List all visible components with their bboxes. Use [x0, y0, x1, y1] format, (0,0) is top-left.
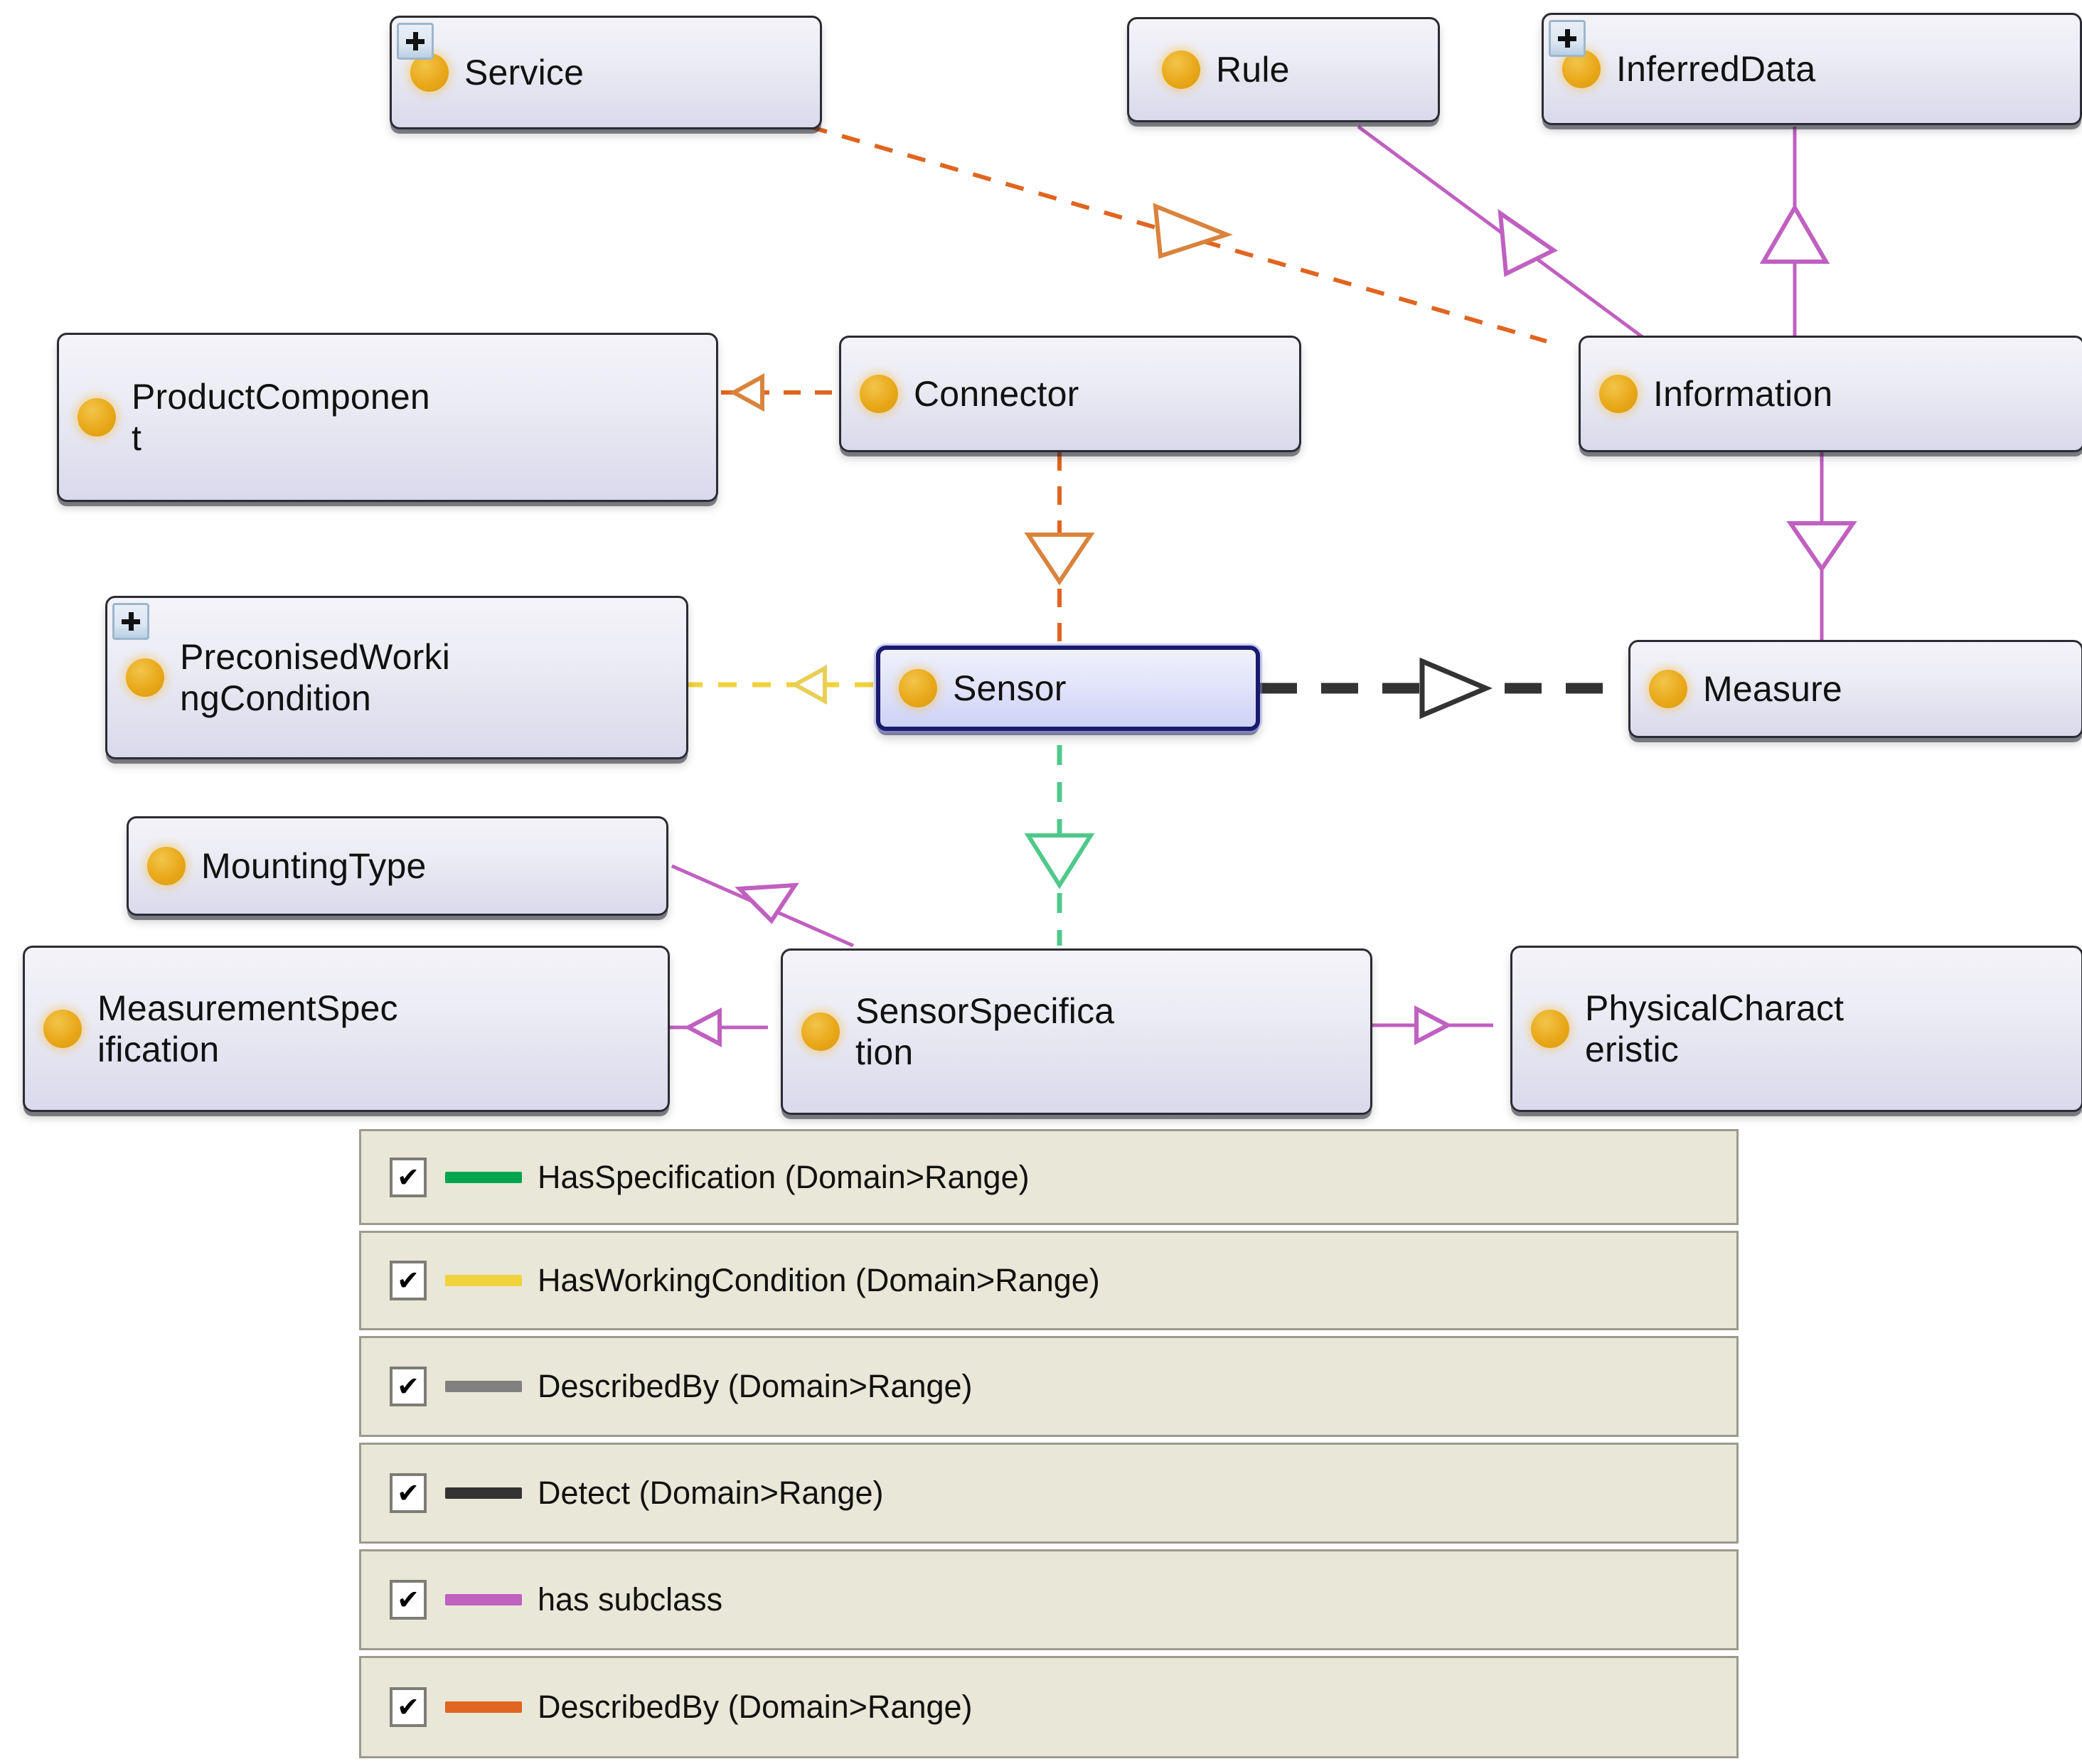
legend-color-swatch [445, 1381, 522, 1392]
class-icon [860, 375, 898, 413]
class-icon [899, 669, 937, 707]
class-node-label: PhysicalCharact eristic [1585, 988, 1845, 1070]
expand-plus-icon[interactable] [397, 23, 434, 60]
edge-sensor-detect-measure [1260, 657, 1621, 720]
edge-sensorspecification-hasspecification-sensor [1024, 745, 1095, 946]
edge-connector-describedby-productcomponent [718, 373, 832, 412]
edge-sensorspecification-has-subclass-physicalcharacteristic [1372, 1005, 1493, 1045]
expand-plus-icon[interactable] [112, 603, 149, 640]
edge-service-describedby-information [808, 124, 1547, 343]
legend-checkbox[interactable]: ✔ [390, 1687, 427, 1727]
class-node-label: Rule [1216, 49, 1290, 90]
class-icon [1162, 50, 1200, 89]
class-node-mountingtype[interactable]: MountingType [127, 816, 668, 916]
class-node-measurementspecification[interactable]: MeasurementSpec ification [23, 946, 670, 1112]
legend-label: DescribedBy (Domain>Range) [538, 1368, 973, 1404]
class-icon [1649, 670, 1687, 708]
expand-plus-icon[interactable] [1549, 20, 1586, 57]
legend-checkbox[interactable]: ✔ [390, 1367, 427, 1406]
legend-row[interactable]: ✔ Detect (Domain>Range) [359, 1443, 1739, 1544]
legend-color-swatch [445, 1594, 522, 1605]
class-node-sensorspecification[interactable]: SensorSpecifica tion [781, 948, 1372, 1115]
class-node-measure[interactable]: Measure [1628, 640, 2082, 738]
legend-checkbox[interactable]: ✔ [390, 1157, 427, 1197]
edge-sensor-hasworkingcondition-preconisedworkingcondition [683, 664, 873, 705]
relation-legend[interactable]: ✔ HasSpecification (Domain>Range) ✔ HasW… [359, 1129, 1739, 1764]
class-node-label: SensorSpecifica tion [855, 990, 1115, 1073]
class-node-label: MeasurementSpec ification [97, 988, 398, 1070]
class-node-label: MountingType [201, 845, 427, 886]
class-node-label: Information [1653, 373, 1833, 414]
class-icon [126, 658, 164, 697]
class-node-label: Sensor [953, 668, 1067, 708]
class-node-productcomponent[interactable]: ProductComponen t [57, 333, 718, 502]
legend-row[interactable]: ✔ HasWorkingCondition (Domain>Range) [359, 1231, 1739, 1330]
legend-color-swatch [445, 1701, 522, 1713]
class-node-preconisedworkingcondition[interactable]: PreconisedWorki ngCondition [105, 596, 688, 759]
legend-row[interactable]: ✔ has subclass [359, 1549, 1739, 1650]
legend-checkbox[interactable]: ✔ [390, 1261, 427, 1300]
legend-label: has subclass [538, 1581, 723, 1618]
legend-label: Detect (Domain>Range) [538, 1475, 884, 1511]
class-node-information[interactable]: Information [1579, 336, 2082, 452]
class-node-label: ProductComponen t [132, 376, 430, 459]
edge-sensorspecification-has-subclass-measurementspecification [665, 1007, 768, 1047]
class-node-label: PreconisedWorki ngCondition [180, 636, 451, 719]
edge-inferreddata-has-subclass-information [1759, 127, 1830, 356]
class-node-physicalcharacteristic[interactable]: PhysicalCharact eristic [1510, 946, 2082, 1112]
edge-sensorspecification-has-subclass-mountingtype [671, 864, 855, 948]
class-node-label: Measure [1703, 668, 1842, 709]
legend-color-swatch [445, 1487, 522, 1499]
legend-checkbox[interactable]: ✔ [390, 1473, 427, 1513]
class-node-service[interactable]: Service [390, 16, 822, 129]
class-node-connector[interactable]: Connector [839, 336, 1301, 452]
class-node-inferreddata[interactable]: InferredData [1542, 13, 2082, 125]
class-icon [410, 53, 449, 92]
class-icon [1531, 1010, 1569, 1048]
class-icon [78, 398, 116, 437]
class-node-label: Service [464, 52, 584, 92]
class-icon [1599, 375, 1638, 413]
class-node-sensor[interactable]: Sensor [876, 646, 1260, 731]
legend-color-swatch [445, 1275, 522, 1286]
legend-label: HasSpecification (Domain>Range) [538, 1158, 1030, 1195]
class-node-label: InferredData [1616, 48, 1816, 89]
legend-color-swatch [445, 1171, 522, 1183]
legend-checkbox[interactable]: ✔ [390, 1580, 427, 1620]
legend-row[interactable]: ✔ HasSpecification (Domain>Range) [359, 1129, 1739, 1225]
edge-connector-describedby-sensor [1024, 452, 1095, 656]
edge-rule-has-subclass-information [1357, 124, 1669, 358]
legend-label: DescribedBy (Domain>Range) [538, 1689, 973, 1725]
class-icon [801, 1012, 840, 1051]
class-icon [147, 847, 186, 885]
legend-row[interactable]: ✔ DescribedBy (Domain>Range) [359, 1336, 1739, 1437]
legend-label: HasWorkingCondition (Domain>Range) [538, 1262, 1100, 1298]
class-node-rule[interactable]: Rule [1127, 17, 1440, 122]
class-node-label: Connector [914, 373, 1079, 414]
class-icon [43, 1010, 82, 1048]
edge-information-has-subclass-measure [1786, 452, 1857, 640]
legend-row[interactable]: ✔ DescribedBy (Domain>Range) [359, 1656, 1739, 1758]
